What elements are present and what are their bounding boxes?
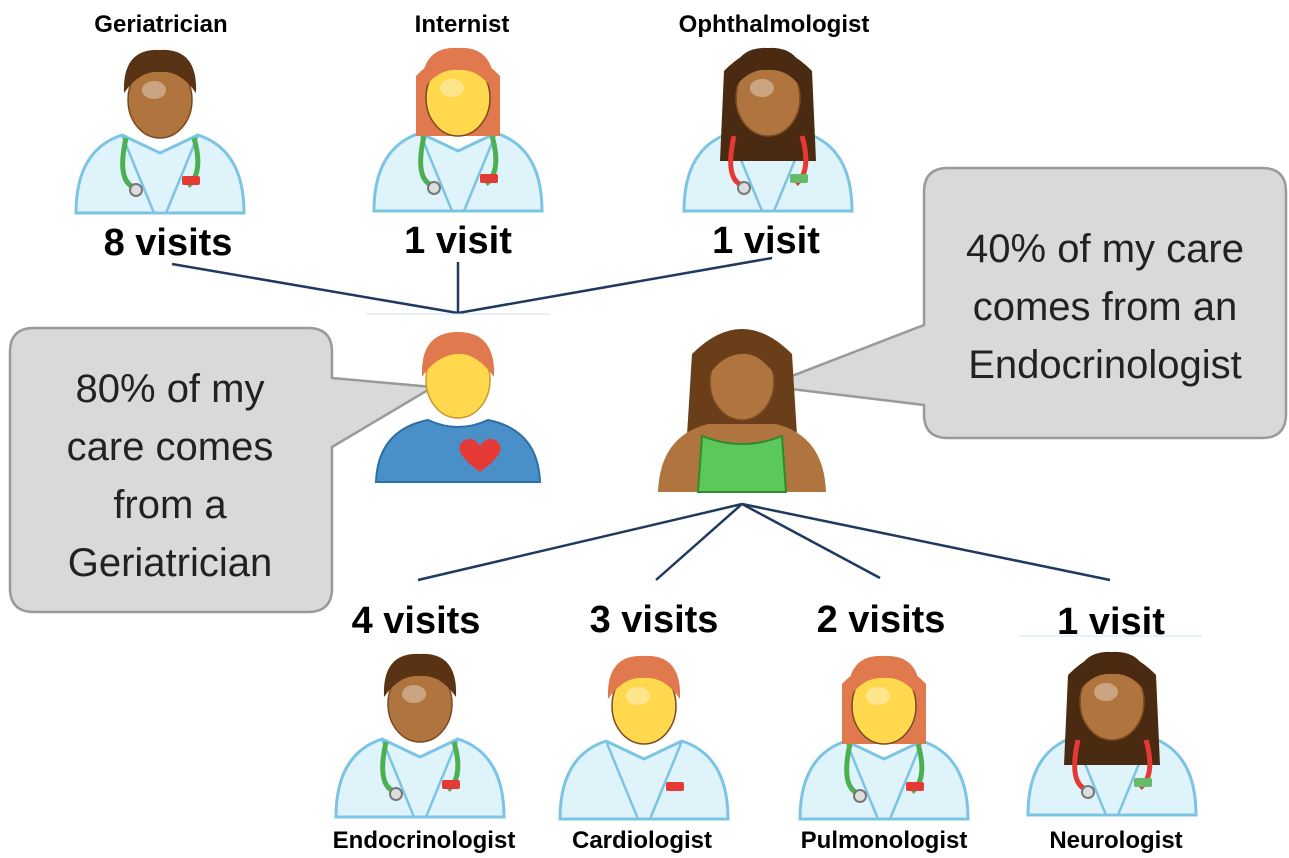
stethoscope-chest-piece [853, 789, 867, 803]
connector-cardiologist [655, 503, 743, 581]
head-highlight [142, 81, 166, 99]
callout-left-line-1: 80% of my [76, 367, 265, 411]
lab-coat [334, 737, 506, 819]
stethoscope-chest-piece [427, 181, 441, 195]
hair [123, 49, 197, 93]
shirt [374, 418, 542, 483]
callout-right-line-3: Endocrinologist [968, 343, 1242, 387]
head-highlight [440, 79, 464, 97]
stethoscope-chest-piece [389, 787, 403, 801]
visits-label-cardiologist: 3 visits [590, 599, 719, 641]
callout-left-line-4: Geriatrician [68, 541, 273, 585]
visits-label-ophthalmologist: 1 visit [712, 220, 820, 262]
visits-label-neurologist: 1 visit [1057, 601, 1165, 643]
coat-lapels [120, 134, 200, 214]
callout-left-line-3: from a [113, 483, 227, 527]
hair [383, 653, 457, 697]
provider-figure-ophthalmologist [682, 47, 854, 213]
specialty-label-cardiologist: Cardiologist [572, 827, 712, 854]
provider-figure-endocrinologist [334, 653, 506, 819]
lab-coat [74, 133, 246, 215]
pocket-badge [182, 176, 200, 185]
hair [705, 333, 779, 379]
patient-right-figure [658, 329, 826, 493]
callout-left: 80% of my care comes from a Geriatrician [8, 326, 437, 614]
hair [421, 47, 495, 91]
provider-figure-pulmonologist [798, 655, 970, 821]
connector-neurologist [741, 502, 1111, 582]
head-highlight [626, 687, 650, 705]
coat-lapels [844, 740, 924, 820]
callout-right-line-1: 40% of my care [966, 227, 1244, 271]
coat-lapels [418, 132, 498, 212]
visits-label-geriatrician: 8 visits [104, 222, 233, 264]
visits-label-internist: 1 visit [404, 220, 512, 262]
stethoscope-chest-piece [737, 181, 751, 195]
pocket-badge [442, 780, 460, 789]
hair [731, 47, 805, 91]
specialty-label-internist: Internist [415, 11, 510, 38]
hair [421, 332, 495, 377]
visits-label-endocrinologist: 4 visits [352, 600, 481, 642]
pocket-badge [790, 174, 808, 183]
specialty-label-geriatrician: Geriatrician [94, 11, 227, 38]
specialty-label-neurologist: Neurologist [1049, 827, 1182, 854]
hair [1075, 651, 1149, 695]
pocket-badge [906, 782, 924, 791]
bottom-connectors [417, 502, 1202, 637]
connector-ophthalmologist [457, 256, 773, 315]
hair [607, 655, 681, 699]
heart-icon [459, 438, 501, 472]
provider-figure-cardiologist [558, 655, 730, 821]
stethoscope-chest-piece [1081, 785, 1095, 799]
hair [847, 655, 921, 699]
top-provider-labels: Geriatrician Internist Ophthalmologist 8… [94, 11, 869, 264]
pocket-badge [666, 782, 684, 791]
specialty-label-endocrinologist: Endocrinologist [333, 827, 516, 854]
stethoscope-chest-piece [129, 183, 143, 197]
callout-left-line-2: care comes [67, 425, 274, 469]
callout-right-line-2: comes from an [973, 285, 1238, 329]
coat-lapels [604, 740, 684, 820]
provider-figure-internist [372, 47, 544, 213]
connector-endocrinologist [417, 502, 743, 582]
head-highlight [402, 685, 426, 703]
patient-left-figure [374, 332, 542, 483]
coat-lapels [380, 738, 460, 818]
lab-coat [558, 739, 730, 821]
callout-right: 40% of my care comes from an Endocrinolo… [765, 166, 1288, 440]
head-highlight [866, 687, 890, 705]
lab-coat [372, 131, 544, 213]
head-highlight [750, 79, 774, 97]
pocket-badge [480, 174, 498, 183]
figures-layer [74, 47, 1198, 821]
connector-geriatrician [171, 262, 459, 315]
connector-pulmonologist [741, 502, 881, 580]
specialty-label-pulmonologist: Pulmonologist [801, 827, 968, 854]
visits-label-pulmonologist: 2 visits [817, 599, 946, 641]
pocket-badge [1134, 778, 1152, 787]
lab-coat [798, 739, 970, 821]
provider-figure-neurologist [1026, 651, 1198, 817]
specialty-label-ophthalmologist: Ophthalmologist [679, 11, 870, 38]
shirt [696, 434, 788, 493]
bottom-provider-labels: 4 visits 3 visits 2 visits 1 visit Endoc… [333, 599, 1183, 854]
provider-figure-geriatrician [74, 49, 246, 215]
top-connectors [171, 256, 773, 315]
head-highlight [1094, 683, 1118, 701]
